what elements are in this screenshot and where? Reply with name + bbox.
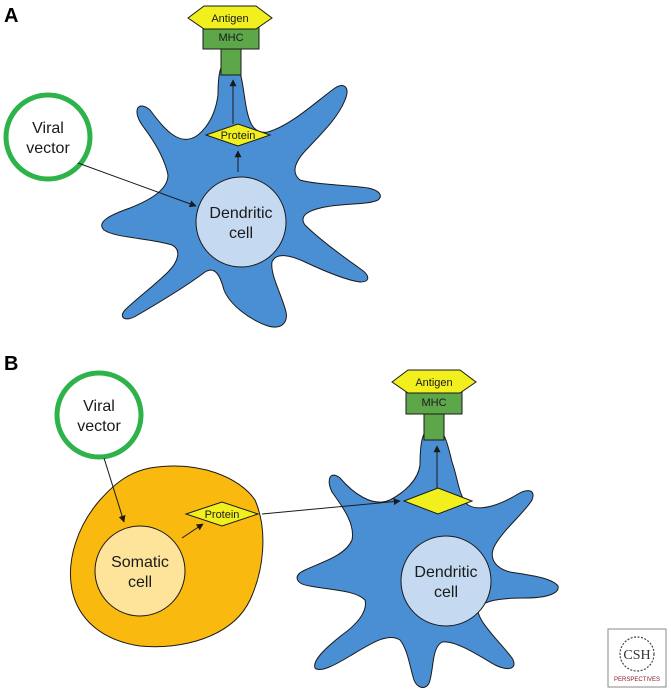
- antigen-label-a: Antigen: [211, 13, 248, 25]
- dendritic-nucleus-a: [195, 176, 287, 268]
- viral-label-a-line1: Viral: [32, 120, 64, 137]
- mhc-label-b: MHC: [421, 397, 446, 409]
- antigen-diamond-b: [391, 369, 477, 394]
- arrow-protein-transfer-b: [261, 498, 401, 515]
- protein-diamond-b: [184, 501, 260, 527]
- viral-label-a-line2: vector: [26, 140, 70, 157]
- panel-b: B Somatic cell Protein Viral vector MHC …: [4, 353, 559, 688]
- arrow-viral-to-nucleus-b: [103, 457, 126, 523]
- protein-diamond-a: [204, 123, 272, 147]
- mhc-label-a: MHC: [218, 32, 243, 44]
- dendritic-label-a-line2: cell: [229, 225, 253, 242]
- arrow-nucleus-to-protein-b: [181, 523, 204, 539]
- dendritic-label-b-line2: cell: [434, 584, 458, 601]
- viral-vector-a: [3, 92, 93, 182]
- dendritic-label-a-line1: Dendritic: [209, 205, 272, 222]
- viral-vector-b: [54, 370, 144, 460]
- panel-b-letter: B: [4, 353, 18, 375]
- somatic-label-line2: cell: [128, 574, 152, 591]
- viral-label-b-line2: vector: [77, 418, 121, 435]
- arrow-viral-to-nucleus-a: [77, 162, 197, 208]
- logo-subtext: PERSPECTIVES: [614, 677, 660, 683]
- protein-diamond-dendritic-b: [402, 487, 474, 515]
- dendritic-label-b-line1: Dendritic: [414, 564, 477, 581]
- protein-label-b: Protein: [205, 509, 240, 521]
- dendritic-nucleus-b: [400, 535, 492, 627]
- antigen-diamond-a: [187, 5, 273, 30]
- viral-label-b-line1: Viral: [83, 398, 115, 415]
- panel-a-letter: A: [4, 5, 18, 27]
- antigen-label-b: Antigen: [415, 377, 452, 389]
- somatic-nucleus: [94, 525, 186, 617]
- protein-label-a: Protein: [221, 130, 256, 142]
- logo-text: CSH: [623, 648, 650, 663]
- somatic-label-line1: Somatic: [111, 554, 169, 571]
- panel-a: A MHC Antigen Protein Dendritic cell Vir…: [3, 5, 381, 328]
- csh-perspectives-logo: CSH PERSPECTIVES: [607, 628, 667, 688]
